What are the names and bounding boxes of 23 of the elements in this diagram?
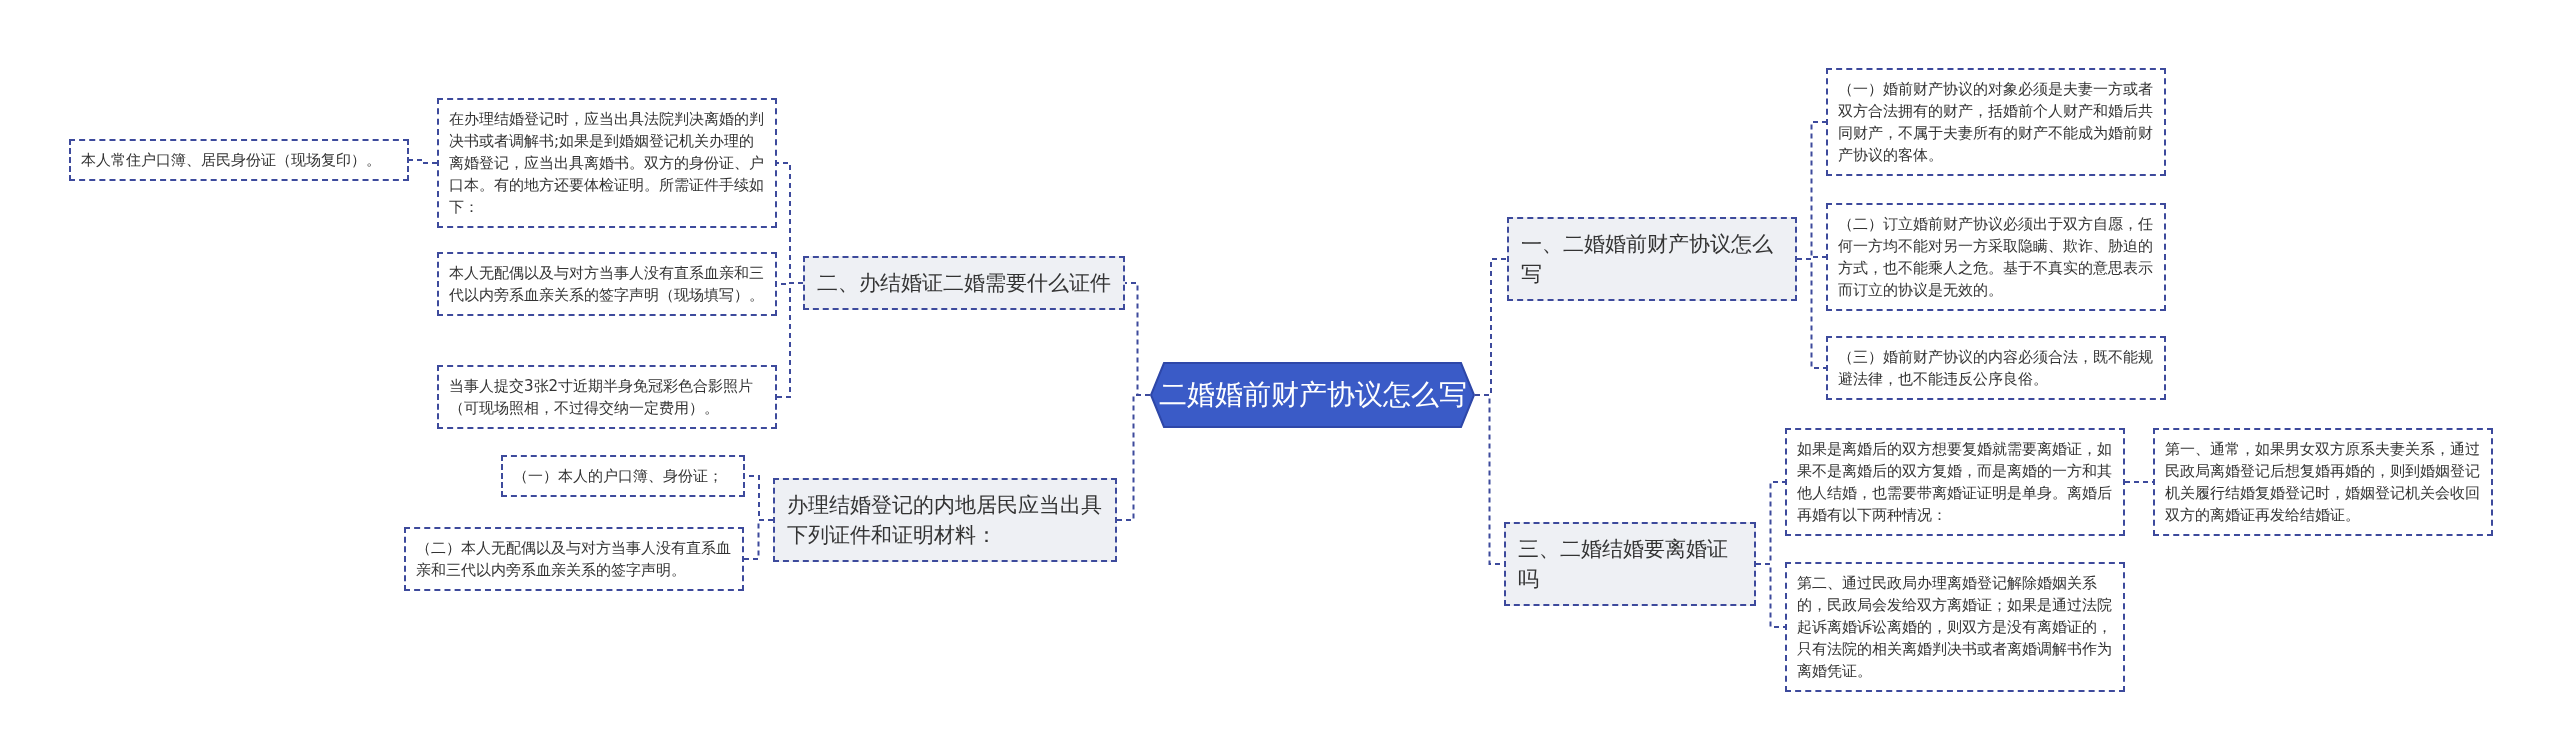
central-topic: 二婚婚前财产协议怎么写 bbox=[1150, 362, 1475, 428]
text-box: （二）订立婚前财产协议必须出于双方自愿，任何一方均不能对另一方采取隐瞒、欺诈、胁迫的方式，也不能乘人之危。基于不真实的意思表示而订立的协议是无效的。 bbox=[1826, 203, 2166, 311]
topic-box: 一、二婚婚前财产协议怎么写 bbox=[1507, 217, 1797, 301]
connector-line bbox=[1796, 258, 1827, 369]
connector-line bbox=[743, 519, 774, 560]
text-box: （一）婚前财产协议的对象必须是夫妻一方或者双方合法拥有的财产，括婚前个人财产和婚后共同财产，不属于夫妻所有的财产不能成为婚前财产协议的客体。 bbox=[1826, 68, 2166, 176]
text-box: 在办理结婚登记时，应当出具法院判决离婚的判决书或者调解书;如果是到婚姻登记机关办理的离婚登记，应当出具离婚书。双方的身份证、户口本。有的地方还要体检证明。所需证件手续如下： bbox=[437, 98, 777, 228]
connector-line bbox=[1116, 394, 1151, 521]
text-box: （一）本人的户口簿、身份证； bbox=[501, 455, 745, 497]
text-box: 第一、通常，如果男女双方原系夫妻关系，通过民政局离婚登记后想复婚再婚的，则到婚姻登记机关履行结婚复婚登记时，婚姻登记机关会收回双方的离婚证再发给结婚证。 bbox=[2153, 428, 2493, 536]
text-box: 本人无配偶以及与对方当事人没有直系血亲和三代以内旁系血亲关系的签字声明（现场填写）。 bbox=[437, 252, 777, 316]
connector-line bbox=[1755, 563, 1786, 628]
topic-box: 二、办结婚证二婚需要什么证件 bbox=[803, 256, 1125, 310]
text-box: 当事人提交3张2寸近期半身免冠彩色合影照片（可现场照相，不过得交纳一定费用）。 bbox=[437, 365, 777, 429]
text-box: 如果是离婚后的双方想要复婚就需要离婚证，如果不是离婚后的双方复婚，而是离婚的一方和其他人结婚，也需要带离婚证证明是单身。离婚后再婚有以下两种情况： bbox=[1785, 428, 2125, 536]
text-box: （二）本人无配偶以及与对方当事人没有直系血亲和三代以内旁系血亲关系的签字声明。 bbox=[404, 527, 744, 591]
topic-box: 三、二婚结婚要离婚证吗 bbox=[1504, 522, 1756, 606]
text-box: （三）婚前财产协议的内容必须合法，既不能规避法律，也不能违反公序良俗。 bbox=[1826, 336, 2166, 400]
text-box: 本人常住户口簿、居民身份证（现场复印）。 bbox=[69, 139, 409, 181]
connector-line bbox=[408, 159, 438, 164]
topic-box: 办理结婚登记的内地居民应当出具下列证件和证明材料： bbox=[773, 478, 1117, 562]
text-box: 第二、通过民政局办理离婚登记解除婚姻关系的，民政局会发给双方离婚证；如果是通过法院起诉离婚诉讼离婚的，则双方是没有离婚证的，只有法院的相关离婚判决书或者离婚调解书作为离婚凭证。 bbox=[1785, 562, 2125, 692]
connector-line bbox=[776, 282, 804, 398]
